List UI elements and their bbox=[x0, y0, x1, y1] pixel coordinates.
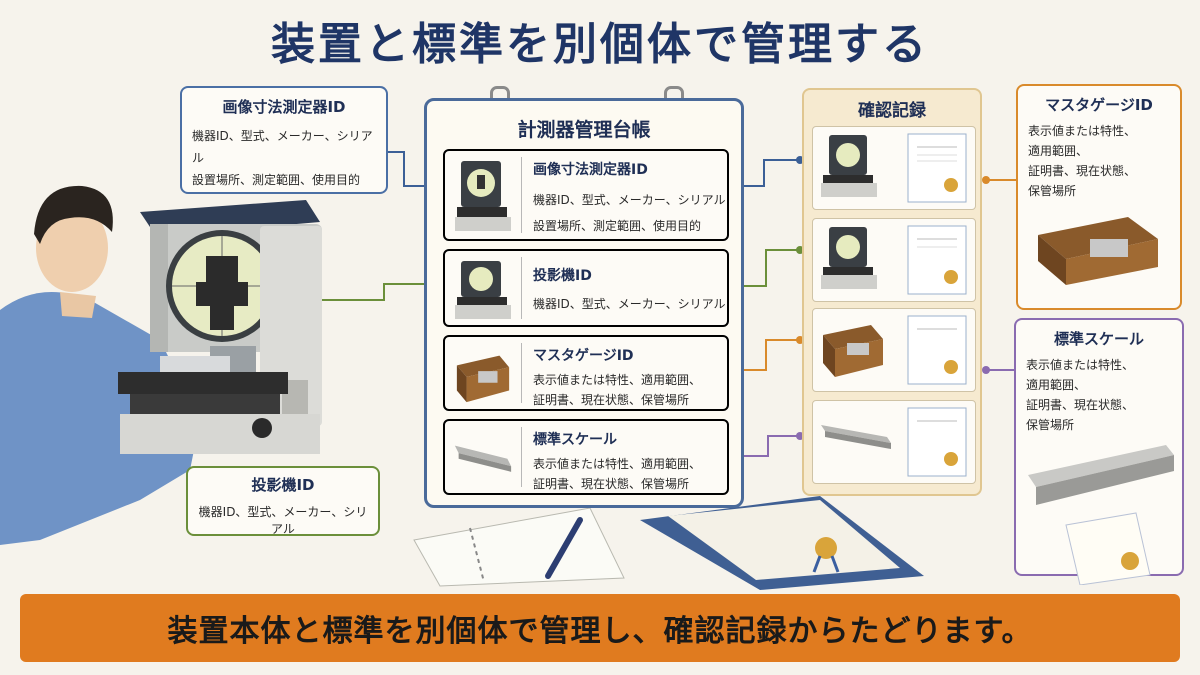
projector-card-line1: 機器ID、型式、メーカー、シリアル bbox=[198, 505, 368, 536]
record-standard-scale bbox=[812, 400, 976, 484]
notebook-illustration bbox=[413, 507, 625, 587]
master-gauge-card-line: 表示値または特性、 bbox=[1028, 124, 1137, 138]
scale-bar-icon bbox=[821, 425, 891, 449]
certificate-icon bbox=[907, 315, 967, 385]
image-meter-card-heading: 画像寸法測定器ID bbox=[222, 98, 346, 116]
master-gauge-card-line: 証明書、現在状態、 bbox=[1028, 164, 1137, 178]
ledger-row-line2: 設置場所、測定範囲、使用目的 bbox=[533, 219, 702, 233]
page-title: 装置と標準を別個体で管理する bbox=[271, 19, 929, 70]
scale-and-certificate-icon bbox=[1028, 445, 1174, 586]
certificate-icon bbox=[907, 133, 967, 203]
connector-image-meter bbox=[388, 151, 440, 187]
record-master-gauge bbox=[812, 308, 976, 392]
record-projector bbox=[812, 218, 976, 302]
image-meter-card-line1: 機器ID、型式、メーカー、シリアル bbox=[192, 129, 373, 165]
ledger-row-heading: 標準スケール bbox=[533, 432, 617, 448]
ledger-row-line1: 表示値または特性、適用範囲、 bbox=[533, 457, 702, 471]
gauge-box-icon bbox=[823, 325, 883, 377]
master-gauge-card-line: 適用範囲、 bbox=[1028, 144, 1089, 158]
record-image-meter bbox=[812, 126, 976, 210]
projector-icon bbox=[821, 227, 877, 289]
standard-scale-card: 標準スケール 表示値または特性、 適用範囲、 証明書、現在状態、 保管場所 bbox=[1014, 318, 1184, 586]
projector-card: 投影機ID 機器ID、型式、メーカー、シリアル bbox=[186, 466, 380, 536]
ledger-row-image-meter: 画像寸法測定器ID 機器ID、型式、メーカー、シリアル 設置場所、測定範囲、使用… bbox=[443, 149, 729, 241]
gauge-box-icon bbox=[456, 355, 510, 403]
image-meter-card: 画像寸法測定器ID 機器ID、型式、メーカー、シリアル 設置場所、測定範囲、使用… bbox=[180, 86, 388, 194]
image-meter-card-line2: 設置場所、測定範囲、使用目的 bbox=[192, 173, 361, 187]
projector-machine-illustration bbox=[118, 200, 322, 454]
management-ledger: 計測器管理台帳 画像寸法測定器ID 機器ID、型式、メーカー、シリアル 設置場所… bbox=[424, 98, 744, 508]
master-gauge-card: マスタゲージID 表示値または特性、 適用範囲、 証明書、現在状態、 保管場所 bbox=[1016, 84, 1182, 310]
ledger-row-heading: 投影機ID bbox=[533, 268, 592, 284]
connector-projector bbox=[322, 283, 440, 301]
measuring-device-icon bbox=[821, 135, 877, 197]
ledger-row-heading: マスタゲージID bbox=[533, 348, 634, 364]
master-gauge-card-line: 保管場所 bbox=[1028, 184, 1077, 198]
gauge-box-icon bbox=[1038, 217, 1158, 285]
ledger-row-standard-scale: 標準スケール 表示値または特性、適用範囲、 証明書、現在状態、保管場所 bbox=[443, 419, 729, 495]
ledger-row-line2: 証明書、現在状態、保管場所 bbox=[533, 477, 690, 491]
certificate-book-illustration bbox=[640, 496, 924, 590]
ledger-row-heading: 画像寸法測定器ID bbox=[533, 162, 648, 178]
scale-bar-icon bbox=[454, 445, 512, 472]
summary-banner: 装置本体と標準を別個体で管理し、確認記録からたどります。 bbox=[20, 594, 1180, 662]
ledger-title: 計測器管理台帳 bbox=[517, 119, 651, 141]
projector-card-heading: 投影機ID bbox=[251, 476, 315, 494]
ledger-row-line1: 機器ID、型式、メーカー、シリアル bbox=[533, 297, 726, 311]
standard-scale-card-line: 表示値または特性、 bbox=[1026, 358, 1135, 372]
certificate-icon bbox=[907, 407, 967, 477]
confirmation-records-panel: 確認記録 bbox=[802, 88, 982, 496]
ledger-row-projector: 投影機ID 機器ID、型式、メーカー、シリアル bbox=[443, 249, 729, 327]
standard-scale-card-line: 適用範囲、 bbox=[1026, 378, 1087, 392]
standard-scale-card-line: 証明書、現在状態、 bbox=[1026, 398, 1135, 412]
master-gauge-card-heading: マスタゲージID bbox=[1045, 96, 1153, 114]
ledger-row-master-gauge: マスタゲージID 表示値または特性、適用範囲、 証明書、現在状態、保管場所 bbox=[443, 335, 729, 411]
standard-scale-card-line: 保管場所 bbox=[1026, 418, 1075, 432]
ledger-row-line1: 表示値または特性、適用範囲、 bbox=[533, 373, 702, 387]
ledger-row-line2: 証明書、現在状態、保管場所 bbox=[533, 393, 690, 407]
confirmation-records-title: 確認記録 bbox=[858, 101, 926, 121]
measuring-device-icon bbox=[455, 161, 511, 231]
projector-icon bbox=[455, 261, 511, 319]
standard-scale-card-heading: 標準スケール bbox=[1053, 330, 1144, 348]
ledger-row-line1: 機器ID、型式、メーカー、シリアル bbox=[533, 193, 726, 207]
certificate-icon bbox=[907, 225, 967, 295]
